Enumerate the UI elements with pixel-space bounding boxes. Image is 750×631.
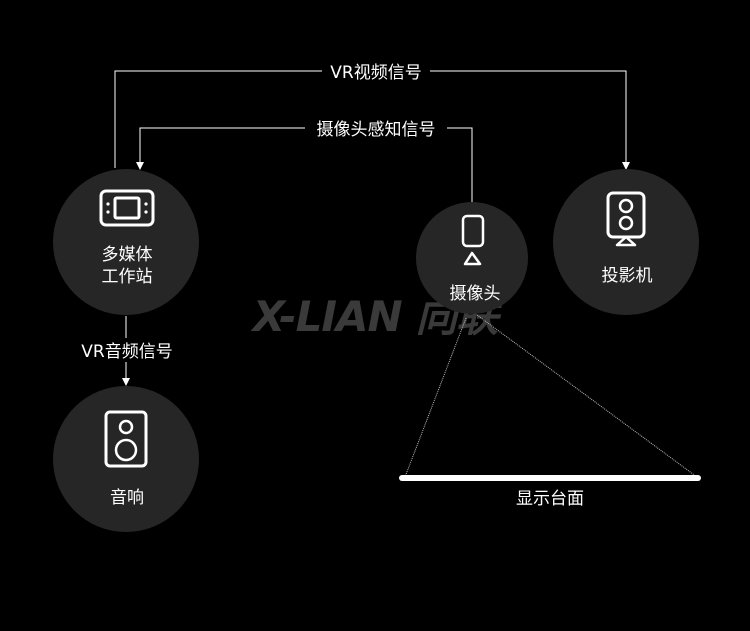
edge-label-vr-audio: VR音频信号 (81, 342, 172, 362)
camera-icon (461, 214, 485, 266)
edge-label-camera-sense: 摄像头感知信号 (317, 120, 436, 140)
edge-camera-sense: 摄像头感知信号 (136, 120, 473, 202)
camera-label: 摄像头 (450, 284, 501, 304)
projector-label: 投影机 (602, 266, 653, 286)
speaker-label: 音响 (110, 488, 144, 508)
workstation-label-line1: 多媒体 (102, 245, 153, 265)
node-projector: 投影机 (553, 169, 699, 315)
display-surface: 显示台面 (399, 475, 701, 509)
display-surface-label: 显示台面 (516, 489, 584, 509)
projector-icon (606, 191, 646, 247)
node-camera: 摄像头 (416, 202, 528, 314)
edge-label-vr-video: VR视频信号 (330, 63, 421, 83)
node-workstation: 多媒体 工作站 (53, 169, 199, 315)
edge-vr-video: VR视频信号 (114, 63, 630, 170)
monitor-icon (99, 189, 155, 227)
workstation-label-line2: 工作站 (102, 267, 153, 287)
camera-projection-cone (404, 314, 698, 478)
node-speaker: 音响 (53, 386, 199, 532)
edge-vr-audio: VR音频信号 (81, 316, 173, 386)
speaker-icon (104, 410, 148, 468)
